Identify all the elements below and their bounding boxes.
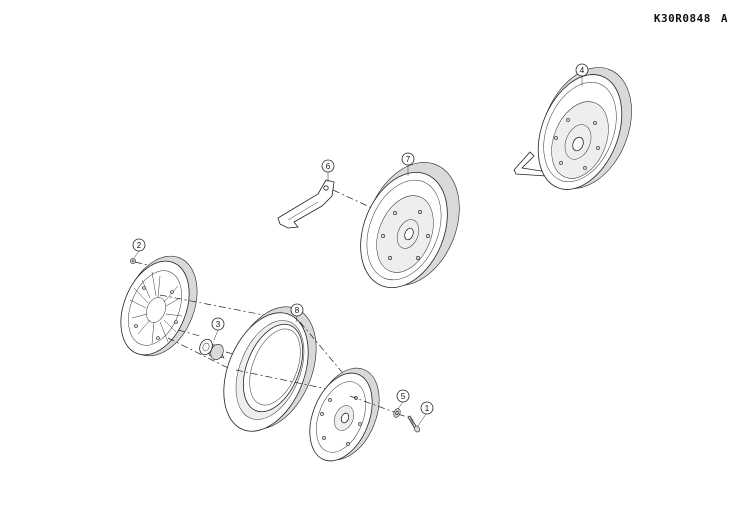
callout-6: 6	[321, 159, 335, 182]
callout-2: 2	[132, 238, 146, 259]
assembly-axis-line	[225, 351, 241, 357]
tire-ring-part-8	[223, 306, 317, 432]
callout-5: 5	[396, 389, 410, 410]
callout-label-3: 3	[216, 320, 221, 329]
callout-label-4: 4	[580, 66, 585, 75]
callout-label-5: 5	[401, 392, 406, 401]
assembly-axis-line	[332, 189, 373, 209]
callout-label-6: 6	[326, 162, 331, 171]
bushing-part-3	[199, 338, 225, 361]
assembly-axis-line	[235, 369, 333, 391]
washer-part-5	[393, 408, 401, 418]
bracket-arm-part-6	[277, 179, 335, 229]
outer-cover-disc	[309, 367, 380, 462]
assembly-axis-line	[167, 337, 233, 371]
callout-7: 7	[401, 152, 415, 176]
assembly-axis-line	[299, 321, 353, 385]
callout-4: 4	[575, 63, 589, 86]
assembly-axis-line	[159, 294, 301, 323]
callout-label-2: 2	[137, 241, 142, 250]
callout-label-7: 7	[406, 155, 411, 164]
callout-label-1: 1	[425, 404, 430, 413]
wheel-assembly-part-4	[513, 67, 632, 190]
callout-3: 3	[211, 317, 225, 341]
drawing-number: K30R0848	[653, 12, 711, 25]
tire-wheel-part-7	[360, 162, 460, 289]
callout-label-8: 8	[295, 306, 300, 315]
assembly-axis-line	[177, 329, 201, 337]
drawing-code: K30R0848 A	[654, 12, 728, 25]
hub-disc-part-2	[120, 255, 198, 357]
bolt-part-1	[407, 415, 420, 433]
revision-letter: A	[720, 12, 728, 25]
callout-8: 8	[290, 303, 304, 323]
callout-1: 1	[417, 401, 434, 427]
